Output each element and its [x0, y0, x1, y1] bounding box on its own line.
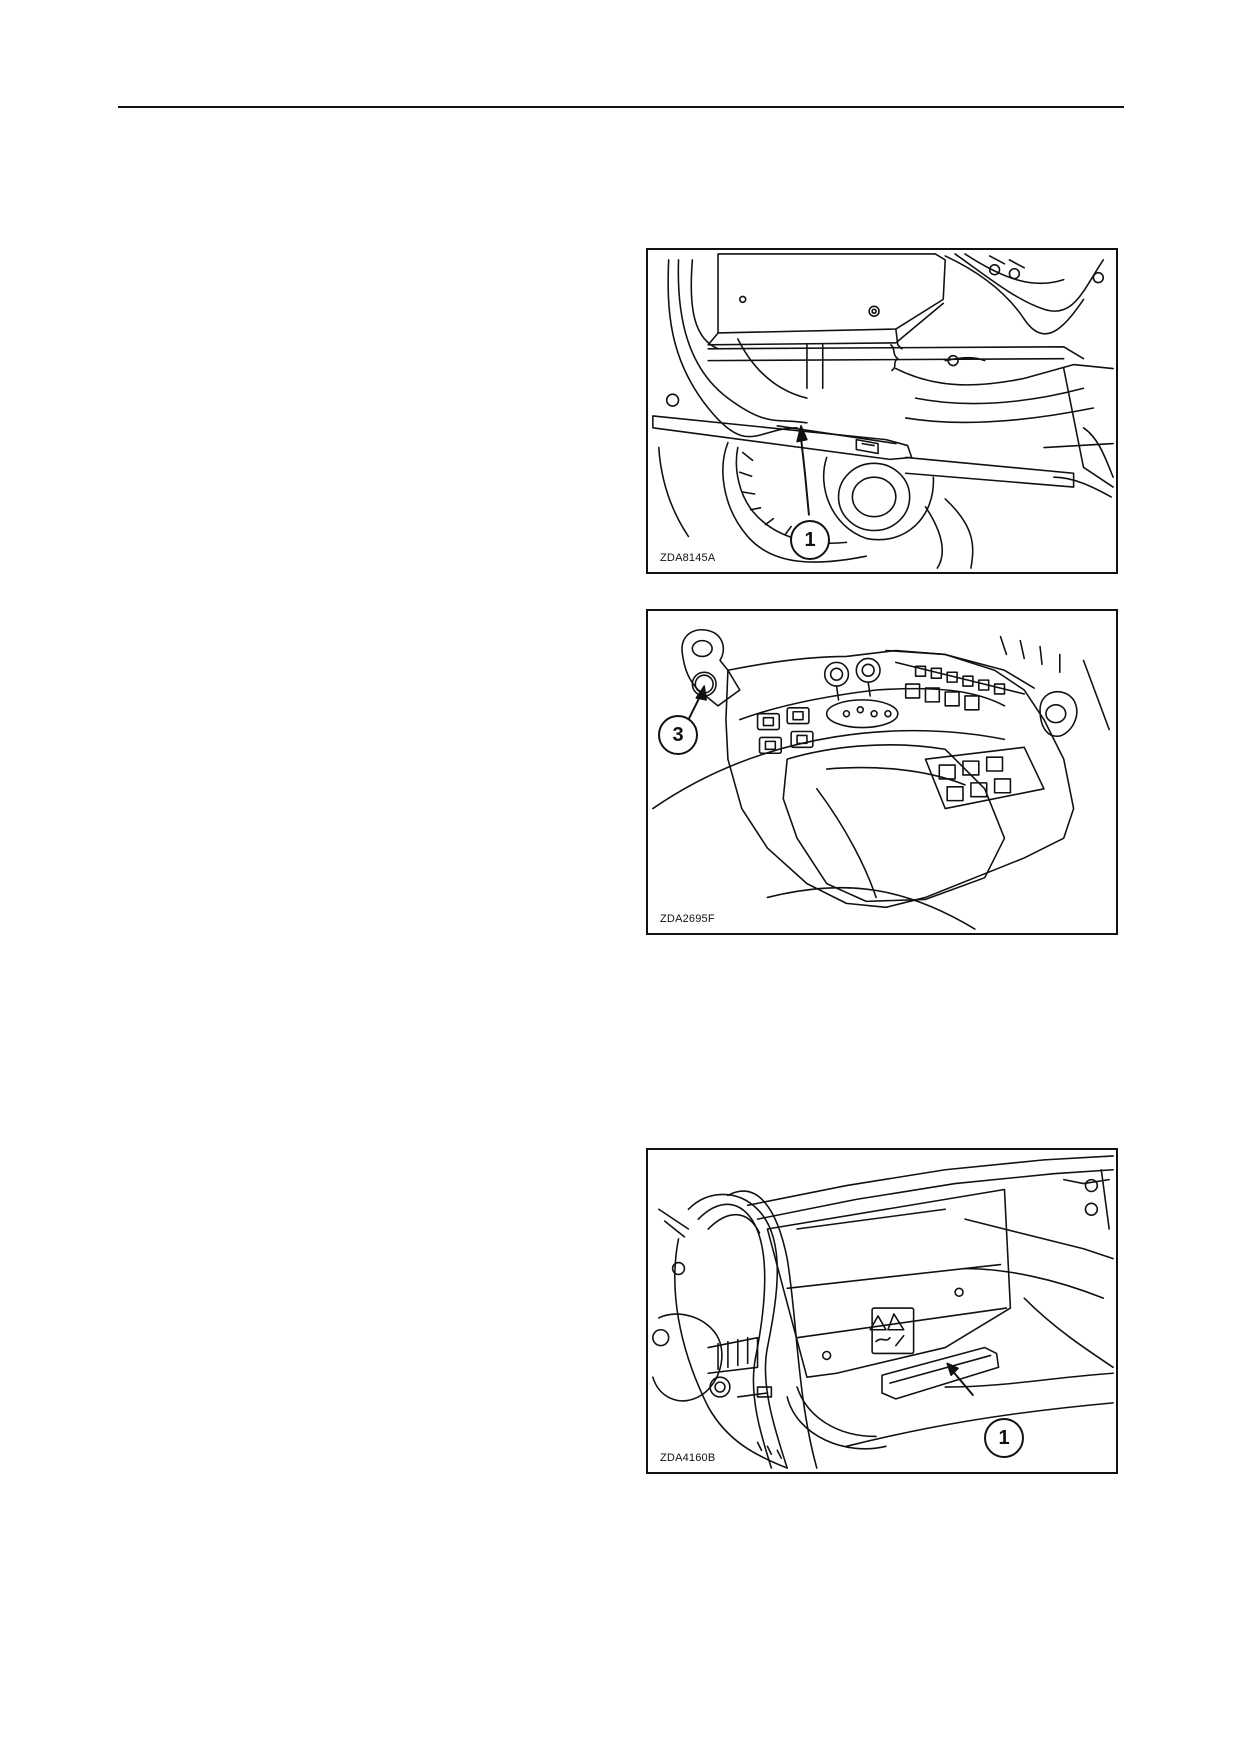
figure-zda8145a: 1 ZDA8145A — [646, 248, 1118, 574]
callout-3: 3 — [658, 715, 698, 755]
callout-1: 1 — [984, 1418, 1024, 1458]
figure-code: ZDA8145A — [658, 552, 718, 564]
header-rule — [118, 106, 1124, 108]
callout-1: 1 — [790, 520, 830, 560]
figure-code: ZDA2695F — [658, 913, 717, 925]
illustration-tool-storage-bracket — [652, 1155, 1114, 1469]
figure-zda4160b: 1 ZDA4160B — [646, 1148, 1118, 1474]
illustration-undercarriage-tool — [652, 253, 1114, 569]
illustration-armrest-console — [652, 628, 1110, 930]
figure-code: ZDA4160B — [658, 1452, 718, 1464]
figure-zda2695f: 3 ZDA2695F — [646, 609, 1118, 935]
